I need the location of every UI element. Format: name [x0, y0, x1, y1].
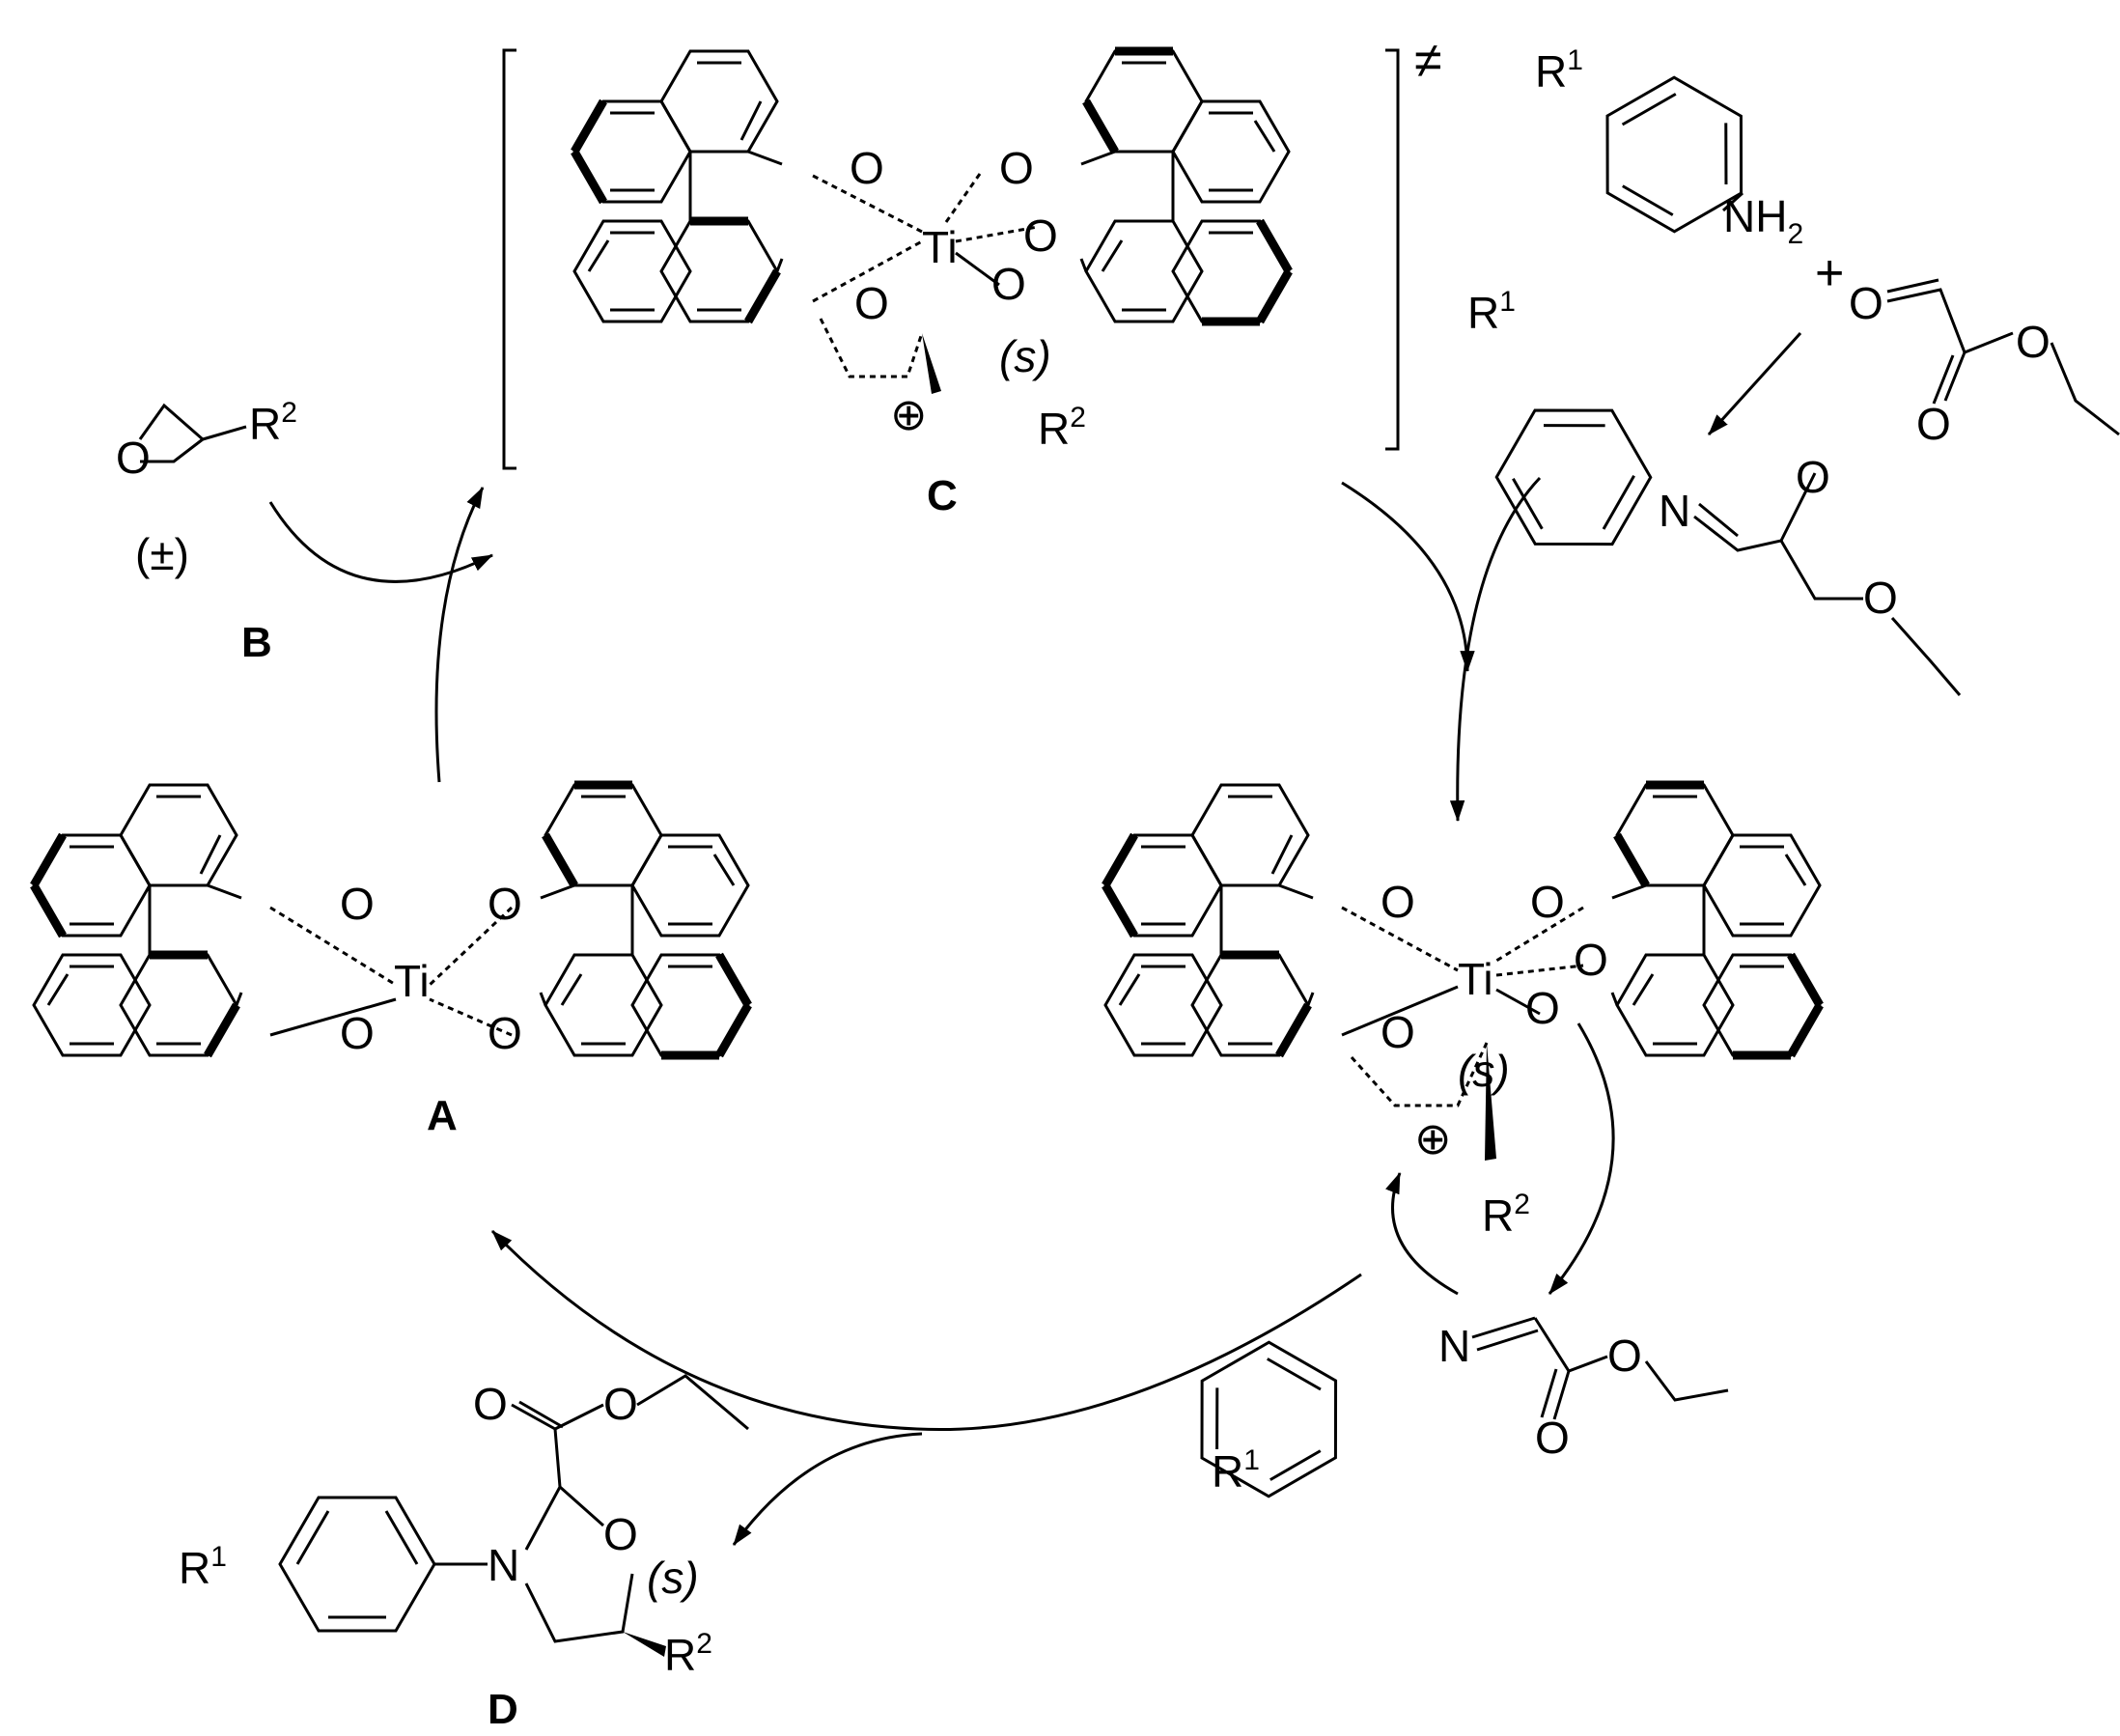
- plus-sign: +: [1815, 245, 1844, 301]
- d-nitrogen: N: [488, 1540, 519, 1590]
- complex-intermediate: [1105, 785, 1820, 1161]
- glyoxylate-oxygen-2: O: [2016, 317, 2050, 367]
- int-r2: R2: [1482, 1189, 1530, 1241]
- d-r1: R1: [179, 1541, 227, 1593]
- c-cation: ⊕: [890, 389, 928, 439]
- b-r2: R2: [249, 397, 297, 449]
- int-oxygen-3: O: [1574, 935, 1608, 985]
- arrow-a-to-c: [434, 487, 485, 783]
- imine-formation-arrow: [1707, 331, 1802, 436]
- complex-a: O O O O Ti: [34, 785, 748, 1058]
- a-oxygen-3: O: [340, 1008, 375, 1058]
- int-oxygen-1: O: [1381, 877, 1415, 927]
- d-stereo-s: (s): [647, 1553, 699, 1603]
- imine-top-oxygen-1: O: [1796, 452, 1830, 502]
- glyoxylate-oxygen-3: O: [1916, 399, 1951, 449]
- label-d: D: [488, 1686, 518, 1733]
- imine-bottom-nitrogen: N: [1438, 1321, 1470, 1371]
- c-oxygen-epoxide: O: [991, 259, 1026, 309]
- arrow-release-to-a: [490, 1229, 1362, 1432]
- int-cation: ⊕: [1414, 1113, 1452, 1163]
- label-c: C: [927, 472, 958, 519]
- imine-bottom-oxygen-2: O: [1535, 1413, 1570, 1463]
- b-racemic: (±): [135, 529, 189, 579]
- imine-top: R1 N O O: [1467, 286, 1962, 696]
- cycle-arrows: [268, 476, 1615, 1546]
- a-oxygen-1: O: [340, 879, 375, 929]
- c-oxygen-4: O: [854, 278, 889, 328]
- transition-state-c: ≠ O O O O O Ti (s) ⊕ R2 C: [502, 33, 1442, 519]
- c-r2: R2: [1038, 402, 1086, 454]
- imine-top-nitrogen: N: [1659, 486, 1690, 536]
- c-titanium: Ti: [922, 222, 958, 272]
- int-oxygen-epoxide: O: [1525, 983, 1560, 1033]
- imine-top-oxygen-2: O: [1863, 573, 1898, 623]
- arrow-b-enters: [268, 501, 493, 583]
- int-oxygen-2: O: [1530, 877, 1565, 927]
- c-stereo-s: (s): [999, 331, 1051, 381]
- d-ester-oxygen: O: [603, 1379, 638, 1429]
- imine-bottom: R1 N O O: [1167, 1316, 1729, 1518]
- c-oxygen-1: O: [850, 143, 884, 193]
- d-carbonyl-oxygen: O: [473, 1379, 508, 1429]
- a-oxygen-4: O: [488, 1008, 522, 1058]
- aniline-r1: R1: [1535, 44, 1583, 97]
- imine-bottom-r1: R1: [1212, 1444, 1260, 1497]
- label-b: B: [241, 619, 272, 666]
- aniline: R1 NH2: [1535, 44, 1803, 253]
- epoxide-b: O R2 (±) B: [116, 397, 297, 666]
- aniline-nh2: NH2: [1723, 191, 1803, 250]
- imine-top-r1: R1: [1467, 286, 1516, 338]
- arrow-product-d: [732, 1432, 923, 1546]
- c-oxygen-2: O: [999, 143, 1034, 193]
- label-a: A: [427, 1092, 458, 1139]
- ethyl-glyoxylate: O O O: [1849, 278, 2120, 449]
- c-oxygen-3: O: [1023, 210, 1058, 261]
- glyoxylate-oxygen-1: O: [1849, 278, 1883, 328]
- a-oxygen-2: O: [488, 879, 522, 929]
- int-oxygen-4: O: [1381, 1007, 1415, 1057]
- arrow-nitrogen-attack: [1385, 1171, 1459, 1296]
- transition-mark: ≠: [1414, 33, 1442, 89]
- imine-bottom-oxygen-1: O: [1607, 1330, 1642, 1381]
- d-ring-oxygen: O: [603, 1509, 638, 1559]
- arrow-oxygen-attack: [1548, 1022, 1615, 1295]
- int-titanium: Ti: [1458, 954, 1493, 1004]
- arrow-imine-enters: [1449, 476, 1542, 823]
- a-titanium: Ti: [394, 956, 430, 1006]
- int-stereo-s: (s): [1458, 1046, 1510, 1096]
- d-r2: R2: [664, 1628, 712, 1680]
- b-oxygen: O: [116, 433, 151, 483]
- arrow-c-to-intermediate: [1341, 481, 1475, 673]
- oxazolidine-d: R1 N O (s) R2 O O D: [179, 1374, 749, 1733]
